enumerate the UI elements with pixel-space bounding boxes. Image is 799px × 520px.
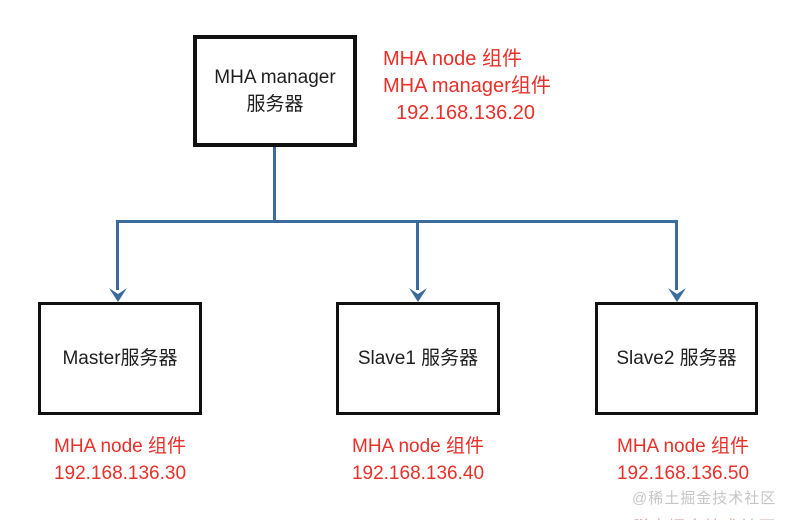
slave1-annotation-ip: 192.168.136.40 xyxy=(351,463,485,484)
watermark: @稀土掘金技术社区 xyxy=(632,490,777,507)
manager-server-label-line2: 服务器 xyxy=(246,94,304,115)
slave1-server-label: Slave1 服务器 xyxy=(357,348,479,369)
connector-drop-master xyxy=(116,220,119,290)
manager-server-label-line1: MHA manager xyxy=(214,67,336,88)
arrow-down-icon xyxy=(409,288,427,302)
slave2-annotation-ip: 192.168.136.50 xyxy=(616,463,750,484)
arrow-down-icon xyxy=(668,288,686,302)
slave2-annotation-component: MHA node 组件 xyxy=(617,436,749,457)
slave2-server-label: Slave2 服务器 xyxy=(616,348,737,369)
arrow-down-icon xyxy=(109,288,127,302)
slave1-annotation: MHA node 组件 192.168.136.40 xyxy=(318,433,518,487)
manager-annotation-line2: MHA manager组件 xyxy=(383,75,551,97)
master-annotation-component: MHA node 组件 xyxy=(54,436,186,457)
slave1-annotation-component: MHA node 组件 xyxy=(352,436,484,457)
connector-drop-slave2 xyxy=(675,220,678,290)
connector-bus xyxy=(116,220,678,223)
connector-stem xyxy=(273,147,276,223)
master-server-label: Master服务器 xyxy=(62,348,178,369)
slave2-server-box: Slave2 服务器 xyxy=(595,302,758,415)
master-annotation-ip: 192.168.136.30 xyxy=(53,463,187,484)
manager-server-box: MHA manager 服务器 xyxy=(193,35,357,147)
manager-annotation: MHA node 组件 MHA manager组件 192.168.136.20 xyxy=(383,46,551,127)
master-annotation: MHA node 组件 192.168.136.30 xyxy=(20,433,220,487)
slave2-annotation: MHA node 组件 192.168.136.50 xyxy=(583,433,783,487)
master-server-box: Master服务器 xyxy=(38,302,202,415)
manager-annotation-line1: MHA node 组件 xyxy=(383,48,522,70)
slave1-server-box: Slave1 服务器 xyxy=(336,302,500,415)
watermark-clipped: @稀土掘金技术社区 xyxy=(614,513,776,520)
manager-annotation-ip: 192.168.136.20 xyxy=(396,102,536,124)
connector-drop-slave1 xyxy=(416,220,419,290)
